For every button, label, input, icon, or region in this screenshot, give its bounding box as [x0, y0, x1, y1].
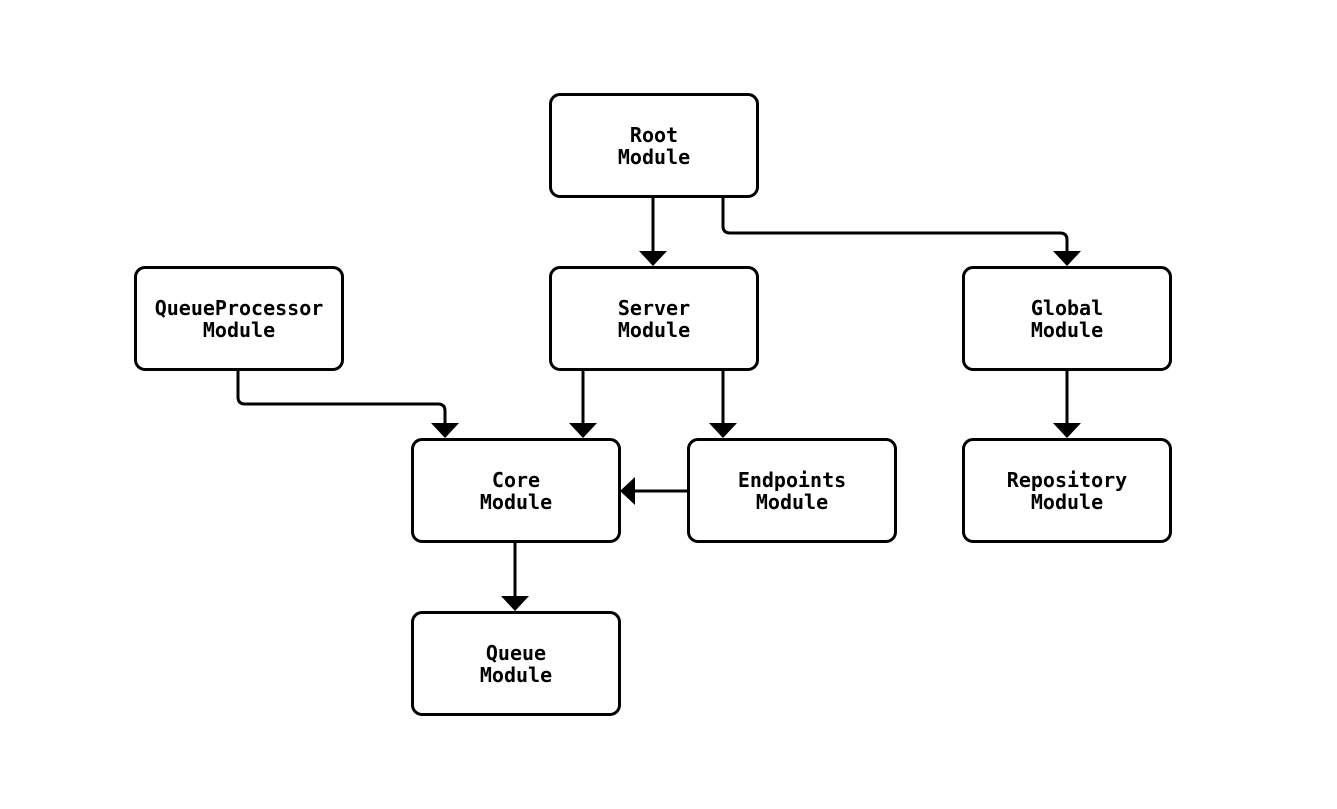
- arrowhead-root-to-global: [1053, 251, 1081, 266]
- arrowhead-global-to-repository: [1053, 423, 1081, 438]
- node-global-module: Global Module: [962, 266, 1172, 371]
- edge-root-to-server: [639, 197, 667, 266]
- arrowhead-core-to-queue: [501, 596, 529, 611]
- edge-server-to-endpoints: [709, 370, 737, 438]
- arrowhead-server-to-core: [569, 423, 597, 438]
- node-root-module: Root Module: [549, 93, 759, 198]
- edge-global-to-repository: [1053, 370, 1081, 438]
- arrowhead-endpoints-to-core: [620, 477, 635, 505]
- node-queue-module: Queue Module: [411, 611, 621, 716]
- node-endpoints-module: Endpoints Module: [687, 438, 897, 543]
- node-core-module-label: Core Module: [479, 467, 553, 514]
- node-queueprocessor-module-label: QueueProcessor Module: [154, 295, 324, 342]
- node-repository-module-label: Repository Module: [1006, 467, 1128, 514]
- node-server-module-label: Server Module: [617, 295, 691, 342]
- edge-root-to-global: [721, 197, 1081, 266]
- node-repository-module: Repository Module: [962, 438, 1172, 543]
- node-server-module: Server Module: [549, 266, 759, 371]
- node-root-module-label: Root Module: [617, 122, 691, 169]
- node-endpoints-module-label: Endpoints Module: [737, 467, 847, 514]
- node-core-module: Core Module: [411, 438, 621, 543]
- edge-endpoints-to-core: [620, 477, 687, 505]
- node-queueprocessor-module: QueueProcessor Module: [134, 266, 344, 371]
- edge-queueprocessor-to-core: [236, 370, 459, 438]
- node-global-module-label: Global Module: [1030, 295, 1104, 342]
- arrowhead-root-to-server: [639, 251, 667, 266]
- edge-core-to-queue: [501, 542, 529, 611]
- edge-server-to-core: [569, 370, 597, 438]
- arrowhead-queueprocessor-to-core: [431, 423, 459, 438]
- arrowhead-server-to-endpoints: [709, 423, 737, 438]
- node-queue-module-label: Queue Module: [479, 640, 553, 687]
